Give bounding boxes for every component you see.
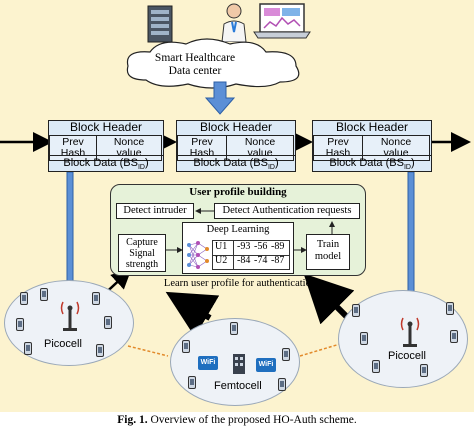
server-icon [146, 4, 174, 44]
phone-icon [230, 322, 238, 335]
block-3-header: Block Header [335, 120, 409, 134]
block-3-nonce: Nonce value [362, 135, 430, 161]
block1-to-picocell-arrow [61, 171, 79, 295]
signal-table: U1 -93 -56 -89 U2 -84 -74 -87 [212, 240, 290, 270]
femtocell-label: Femtocell [214, 380, 262, 392]
block-1-header: Block Header [69, 120, 143, 134]
phone-icon [20, 292, 28, 305]
block-2: Block Header Prev Hash Nonce value Block… [176, 120, 296, 172]
block-2-header: Block Header [199, 120, 273, 134]
capture-signal-box: Capture Signal strength [118, 234, 166, 272]
profile-title: User profile building [189, 186, 287, 198]
datacenter-label-line2: Data center [168, 65, 222, 77]
phone-icon [420, 364, 428, 377]
block-3: Block Header Prev Hash Nonce value Block… [312, 120, 432, 172]
block-1-nonce: Nonce value [96, 135, 162, 161]
learn-profile-label: Learn user profile for authentication [163, 278, 317, 289]
phone-icon [450, 330, 458, 343]
block-2-data: Block Data (BSID) [177, 155, 295, 171]
femto-to-profile-arrow [165, 291, 220, 337]
phone-icon [16, 318, 24, 331]
detect-auth-box: Detect Authentication requests [214, 203, 360, 219]
block-1-data: Block Data (BSID) [49, 155, 163, 171]
picocell-right-label: Picocell [388, 350, 426, 362]
profile-arrows [166, 208, 335, 253]
doctor-icon [220, 2, 248, 43]
antenna-icon [58, 296, 82, 332]
block-3-data: Block Data (BSID) [313, 155, 431, 171]
picocell-left-label: Picocell [44, 338, 82, 350]
phone-icon [446, 302, 454, 315]
signal-row-u2: U2 -84 -74 -87 [215, 255, 285, 266]
phone-icon [360, 332, 368, 345]
block-2-prev-hash: Prev Hash [177, 135, 227, 161]
antenna-icon [398, 312, 422, 348]
phone-icon [40, 288, 48, 301]
datacenter-label-line1: Smart Healthcare [154, 52, 236, 64]
phone-icon [182, 340, 190, 353]
phone-icon [96, 344, 104, 357]
train-model-box: Train model [306, 234, 350, 270]
block-1-prev-hash: Prev Hash [49, 135, 97, 161]
phone-icon [104, 316, 112, 329]
detect-intruder-box: Detect intruder [116, 203, 194, 219]
phone-icon [282, 348, 290, 361]
wifi-icon: WiFi [256, 358, 276, 372]
phone-icon [24, 342, 32, 355]
signal-row-u1: U1 -93 -56 -89 [213, 241, 289, 256]
phone-icon [372, 360, 380, 373]
neural-network-icon [186, 240, 210, 270]
block-3-prev-hash: Prev Hash [313, 135, 363, 161]
wifi-icon: WiFi [198, 356, 218, 370]
cloud-to-block-arrow [204, 81, 236, 115]
block-1: Block Header Prev Hash Nonce value Block… [48, 120, 164, 172]
handover-left [127, 345, 169, 357]
phone-icon [188, 376, 196, 389]
phone-icon [278, 378, 286, 391]
deep-learning-label: Deep Learning [206, 224, 270, 235]
handover-right [299, 343, 341, 357]
phone-icon [352, 304, 360, 317]
figure-caption: Fig. 1. Overview of the proposed HO-Auth… [117, 414, 357, 426]
laptop-icon [252, 2, 312, 42]
phone-icon [92, 292, 100, 305]
block-2-nonce: Nonce value [226, 135, 294, 161]
building-icon [232, 352, 246, 374]
